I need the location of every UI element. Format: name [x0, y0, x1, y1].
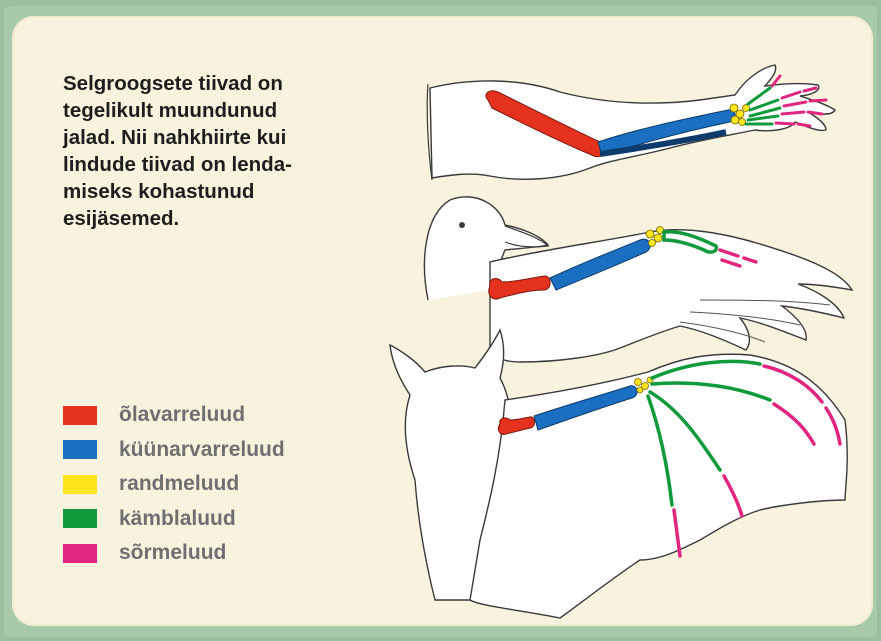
bat-wing-membrane	[470, 354, 847, 618]
bird-wing-outline	[490, 230, 852, 362]
human-arm-illustration	[427, 65, 835, 180]
bat-wing-illustration	[390, 330, 847, 618]
bird-eye	[459, 222, 465, 228]
bird-wing-illustration	[424, 197, 852, 362]
